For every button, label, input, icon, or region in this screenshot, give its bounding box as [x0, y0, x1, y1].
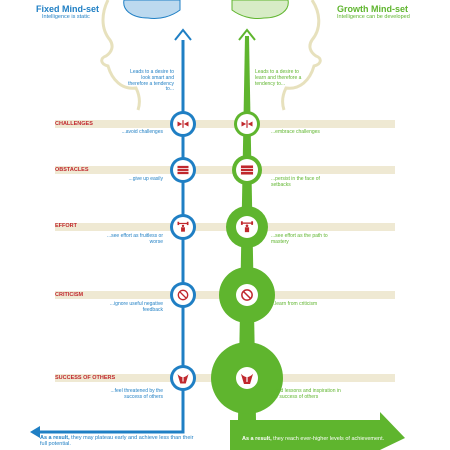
barbell	[177, 222, 189, 225]
growth-mindset-title: Growth Mind-set	[337, 4, 408, 14]
row-label-success-of-others: SUCCESS OF OTHERS	[55, 375, 116, 381]
lifter-head	[181, 224, 185, 228]
row-label-criticism: CRITICISM	[55, 292, 84, 298]
figure-torso	[246, 376, 248, 382]
weight-plate-left	[177, 221, 180, 226]
growth-mindset-subtitle: Intelligence can be developed	[337, 14, 410, 20]
no-sign-ring	[177, 289, 189, 301]
growth-node-weightlifter-icon	[226, 206, 268, 248]
growth-brain-icon	[231, 0, 289, 19]
growth-node-trophy-person-icon	[211, 342, 283, 414]
growth-desc-challenges: ...embrace challenges	[271, 129, 320, 135]
fixed-node-no-sign-icon	[170, 282, 196, 308]
growth-result-text: As a result, they reach ever-higher leve…	[242, 436, 392, 442]
weight-plate-right	[251, 221, 254, 225]
fixed-node-arrows-collide-icon	[170, 111, 196, 137]
growth-result-lead: As a result,	[242, 436, 272, 442]
fixed-intro-text: Leads to a desire to look smart and ther…	[128, 69, 174, 93]
fixed-mindset-subtitle: Intelligence is static	[42, 14, 90, 20]
arrow-left-part	[177, 121, 183, 127]
growth-desc-effort: ...see effort as the path to mastery	[271, 233, 328, 245]
growth-intro-text: Leads to a desire to learn and therefore…	[255, 69, 302, 87]
lifter-body	[181, 227, 185, 232]
fixed-result-body: they may plateau early and achieve less …	[40, 435, 194, 448]
figure-head	[181, 373, 185, 377]
growth-result-body: they reach ever-higher levels of achieve…	[271, 436, 385, 442]
figure-torso	[182, 376, 184, 382]
fixed-node-trophy-person-icon	[170, 365, 196, 391]
row-label-challenges: CHALLENGES	[55, 121, 93, 127]
fixed-desc-criticism: ...ignore useful negative feedback	[109, 301, 163, 313]
row-stripe	[55, 223, 395, 231]
growth-desc-criticism: ...learn from criticism	[271, 301, 318, 307]
weight-plate-right	[186, 221, 189, 226]
row-stripe	[55, 120, 395, 128]
growth-desc-obstacles: ...persist in the face of setbacks	[271, 176, 320, 188]
fixed-result-lead: As a result,	[40, 435, 70, 441]
growth-node-brick-wall-icon	[232, 155, 262, 185]
lifter-head	[245, 224, 249, 228]
fixed-connector	[174, 28, 192, 41]
arrow-right-part	[183, 121, 189, 127]
fixed-brain-icon	[123, 0, 181, 19]
barbell	[240, 222, 254, 224]
row-label-obstacles: OBSTACLES	[55, 167, 89, 173]
growth-result-arrow	[230, 412, 405, 450]
figure-head	[245, 373, 249, 377]
fixed-node-weightlifter-icon	[170, 214, 196, 240]
fixed-head-outline	[100, 0, 141, 111]
fixed-desc-effort: ...see effort as fruitless or worse	[106, 233, 163, 245]
fixed-desc-obstacles: ...give up easily	[128, 176, 163, 182]
wall-block	[177, 165, 189, 175]
growth-connector	[238, 28, 256, 41]
no-sign-slash	[179, 291, 187, 299]
fixed-desc-challenges: ...avoid challenges	[121, 129, 163, 135]
lifter-body	[244, 227, 250, 233]
no-sign-slash	[242, 290, 252, 300]
arrow-right-part	[247, 121, 253, 127]
row-stripe	[55, 166, 395, 174]
growth-node-no-sign-icon	[219, 267, 275, 323]
fixed-mindset-title: Fixed Mind-set	[36, 4, 100, 14]
fixed-result-text: As a result, they may plateau early and …	[40, 435, 200, 448]
fixed-arrow-head	[30, 426, 40, 438]
growth-head-outline	[281, 0, 322, 111]
wall-block	[240, 165, 254, 175]
no-sign-ring	[241, 289, 253, 301]
fixed-node-brick-wall-icon	[170, 157, 196, 183]
row-label-effort: EFFORT	[55, 223, 77, 229]
growth-node-arrows-collide-icon	[234, 111, 260, 137]
fixed-desc-success-of-others: ...feel threatened by the success of oth…	[110, 388, 163, 400]
growth-desc-success-of-others: ...find lessons and inspiration in the s…	[271, 388, 341, 400]
weight-plate-left	[240, 221, 243, 225]
arrow-left-part	[241, 121, 247, 127]
